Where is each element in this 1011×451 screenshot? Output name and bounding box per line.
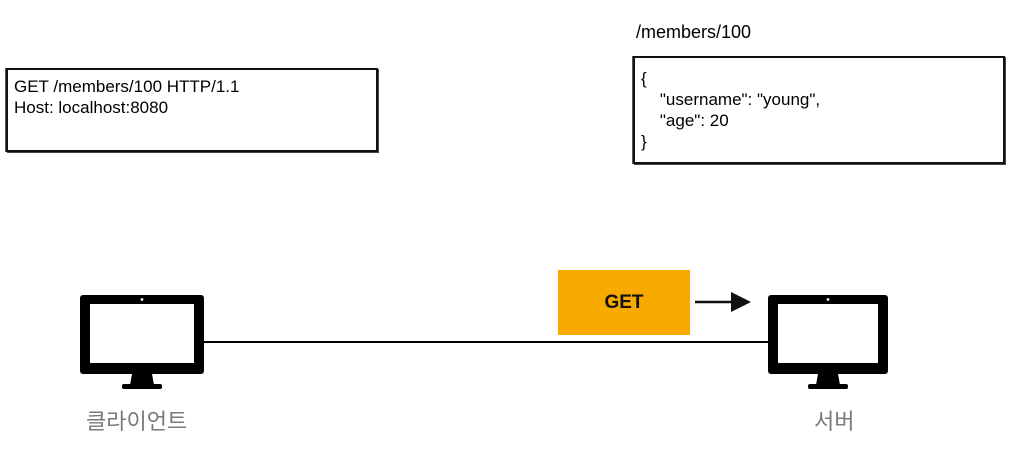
http-request-box: GET /members/100 HTTP/1.1 Host: localhos…	[6, 68, 378, 152]
response-body-line: "username": "young",	[641, 90, 821, 109]
request-host-header: Host: localhost:8080	[14, 98, 169, 117]
right-arrow-icon	[695, 292, 751, 312]
server-monitor-icon	[768, 295, 888, 389]
connection-line	[202, 341, 768, 343]
get-method-badge: GET	[558, 270, 690, 335]
request-line: GET /members/100 HTTP/1.1	[14, 77, 240, 96]
response-body-line: {	[641, 69, 647, 88]
server-label: 서버	[814, 410, 855, 435]
response-body-line: }	[641, 132, 647, 151]
response-title: /members/100	[636, 22, 752, 42]
http-response-box: { "username": "young", "age": 20 }	[633, 56, 1005, 164]
client-monitor-icon	[80, 295, 204, 389]
response-body-line: "age": 20	[641, 111, 729, 130]
client-label: 클라이언트	[86, 410, 188, 435]
